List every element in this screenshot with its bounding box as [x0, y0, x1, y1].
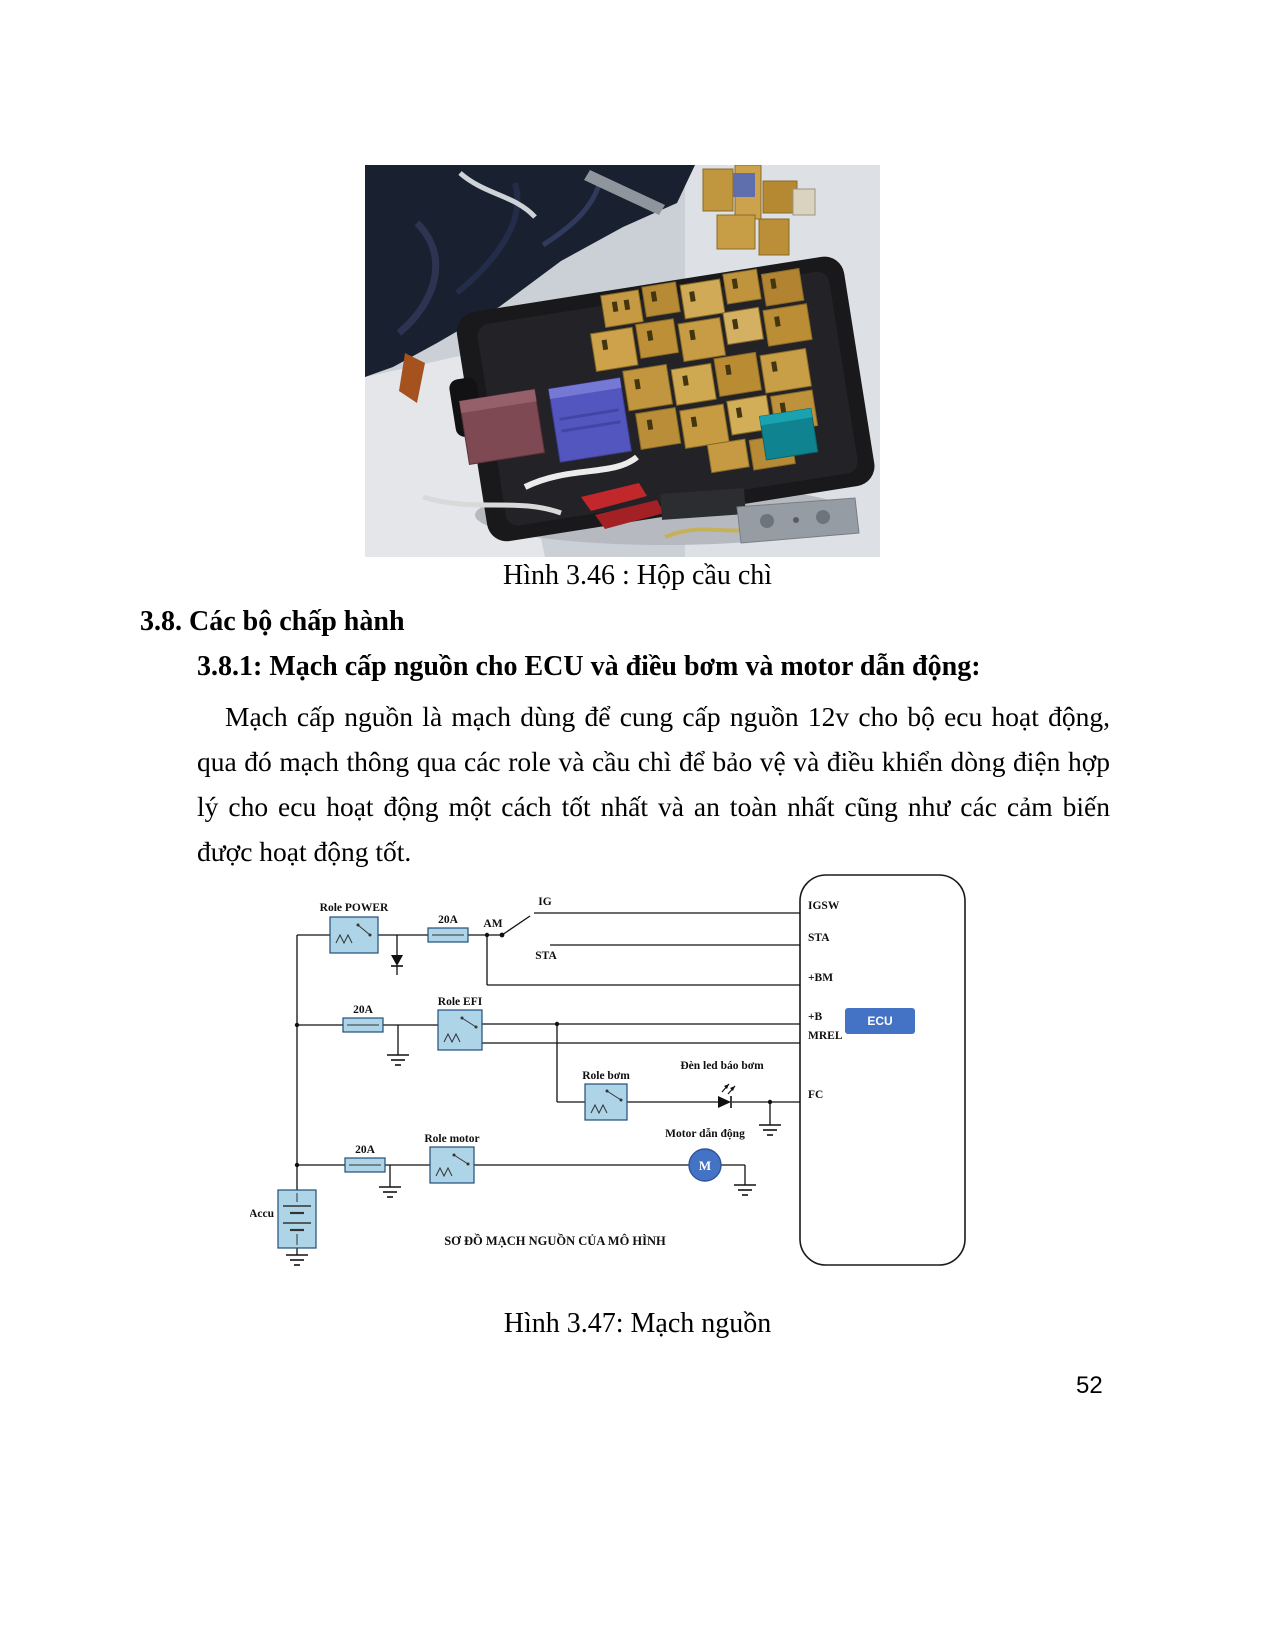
wires: [296, 912, 800, 1255]
ecu-pin-b: +B: [808, 1011, 823, 1023]
fuse-motor: 20A: [344, 1144, 386, 1173]
power-circuit-svg: IGSW STA +BM +B MREL FC ECU: [250, 874, 966, 1266]
ecu-pin-igsw: IGSW: [808, 900, 840, 912]
motor-symbol: M: [699, 1158, 711, 1173]
ecu-pin-sta: STA: [808, 932, 830, 944]
ground-motor-fuse: [378, 1186, 402, 1198]
junction-dots: [294, 932, 773, 1168]
battery-label: Accu: [250, 1208, 275, 1220]
diode: [391, 955, 403, 967]
drive-motor: Motor dẫn động M: [665, 1127, 745, 1182]
figure-caption-46: Hình 3.46 : Hộp cầu chì: [502, 560, 773, 591]
battery: Accu: [250, 1189, 317, 1249]
switch-am-label: AM: [483, 918, 502, 930]
body-paragraph: Mạch cấp nguồn là mạch dùng để cung cấp …: [197, 701, 1110, 867]
relay-pump: Role bơm: [582, 1070, 630, 1121]
fuse-efi-label: 20A: [353, 1004, 374, 1016]
ecu-block: IGSW STA +BM +B MREL FC ECU: [799, 874, 966, 1266]
ecu-chip-label: ECU: [867, 1014, 892, 1028]
switch-ig-label: IG: [538, 896, 551, 908]
fabric-background: [365, 165, 695, 403]
ecu-pin-mrel: MREL: [808, 1030, 843, 1042]
figure-fuse-box: [365, 165, 880, 557]
fuse-box-photo: [365, 165, 880, 557]
power-circuit-diagram: IGSW STA +BM +B MREL FC ECU: [250, 865, 970, 1275]
figure-caption-47: Hình 3.47: Mạch nguồn: [503, 1308, 772, 1339]
diagram-title: SƠ ĐỒ MẠCH NGUỒN CỦA MÔ HÌNH: [444, 1233, 666, 1248]
relay-pump-label: Role bơm: [582, 1070, 630, 1082]
fuse-motor-label: 20A: [355, 1144, 376, 1156]
ground-efi: [386, 1054, 410, 1066]
fuse-efi: 20A: [342, 1004, 384, 1033]
relay-power-label: Role POWER: [320, 902, 389, 914]
pump-led-label: Đèn led báo bơm: [680, 1060, 764, 1072]
relay-efi-label: Role EFI: [438, 996, 483, 1008]
relay-efi: Role EFI: [437, 996, 483, 1051]
bench-items: [422, 454, 860, 544]
fuse-slots: [601, 278, 787, 431]
top-connectors: [702, 165, 816, 256]
switch-sta-label: STA: [535, 950, 557, 962]
ecu-pin-fc: FC: [808, 1089, 823, 1101]
maroon-relay: [458, 388, 546, 466]
ground-battery: [285, 1254, 309, 1266]
fuse-power-label: 20A: [438, 914, 459, 926]
ground-motor: [733, 1184, 757, 1196]
ecu-chip: [845, 1008, 915, 1034]
blue-relay: [548, 377, 632, 463]
pump-led: Đèn led báo bơm: [680, 1060, 764, 1108]
page-number: 52: [1076, 1372, 1103, 1399]
drive-motor-label: Motor dẫn động: [665, 1127, 745, 1140]
relay-motor: Role motor: [424, 1133, 480, 1184]
subsection-heading: 3.8.1: Mạch cấp nguồn cho ECU và điều bơ…: [197, 651, 981, 682]
section-heading: 3.8. Các bộ chấp hành: [140, 606, 405, 637]
relay-motor-label: Role motor: [424, 1133, 479, 1145]
teal-connector: [758, 407, 819, 461]
ecu-pin-bm: +BM: [808, 972, 833, 984]
fuse-power: 20A: [427, 914, 469, 943]
relay-power: Role POWER: [320, 902, 389, 954]
ground-led: [758, 1124, 782, 1136]
fuse-box-housing: [449, 256, 875, 542]
